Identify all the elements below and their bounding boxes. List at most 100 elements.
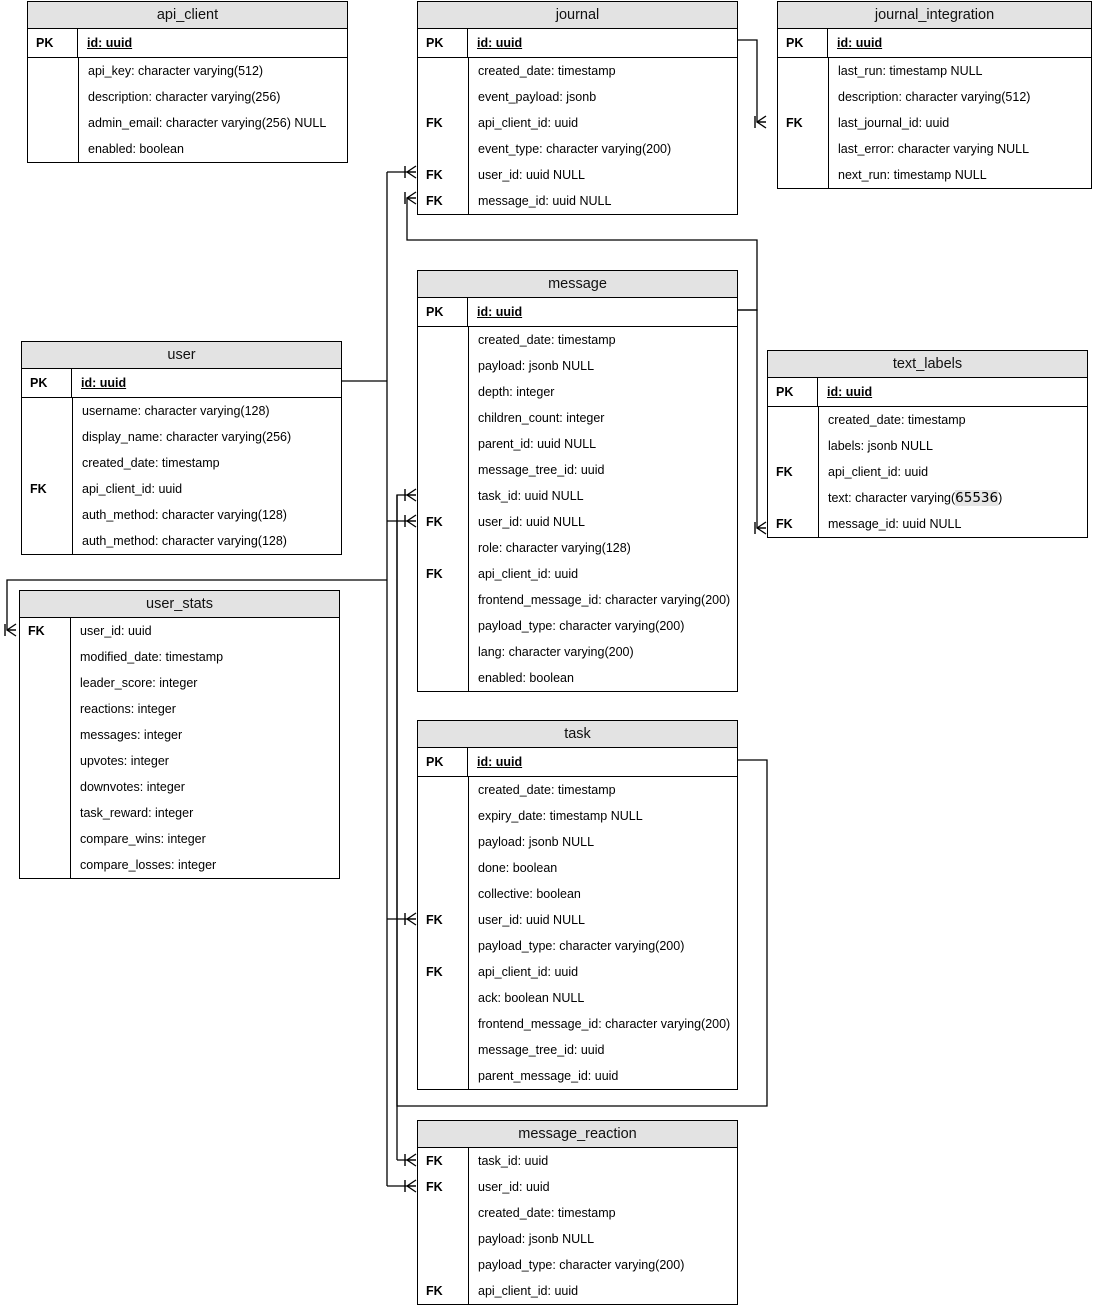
attribute-row[interactable]: created_date: timestamp xyxy=(469,327,737,353)
attribute-row[interactable]: user_id: uuid xyxy=(469,1174,737,1200)
attribute-row[interactable]: api_client_id: uuid xyxy=(469,110,737,136)
attribute-row[interactable]: user_id: uuid NULL xyxy=(469,509,737,535)
attribute-row[interactable]: created_date: timestamp xyxy=(469,58,737,84)
attribute-row[interactable]: compare_losses: integer xyxy=(71,852,339,878)
attribute-label: parent_message_id: uuid xyxy=(478,1069,619,1083)
attribute-label: modified_date: timestamp xyxy=(80,650,224,664)
entity-title: journal_integration xyxy=(778,2,1091,29)
key-cell-empty xyxy=(20,774,70,800)
attribute-row[interactable]: created_date: timestamp xyxy=(469,1200,737,1226)
attribute-row[interactable]: created_date: timestamp xyxy=(819,407,1087,433)
attribute-row[interactable]: api_client_id: uuid xyxy=(469,561,737,587)
attribute-row[interactable]: enabled: boolean xyxy=(79,136,347,162)
attribute-label: api_client_id: uuid xyxy=(828,465,929,479)
attribute-row[interactable]: api_client_id: uuid xyxy=(469,959,737,985)
pk-field-cell: id: uuid xyxy=(818,378,1087,406)
attribute-row[interactable]: admin_email: character varying(256) NULL xyxy=(79,110,347,136)
attribute-row[interactable]: modified_date: timestamp xyxy=(71,644,339,670)
attribute-row[interactable]: description: character varying(512) xyxy=(829,84,1091,110)
attribute-row[interactable]: depth: integer xyxy=(469,379,737,405)
attribute-row[interactable]: user_id: uuid NULL xyxy=(469,907,737,933)
attribute-row[interactable]: last_journal_id: uuid xyxy=(829,110,1091,136)
attribute-row[interactable]: task_id: uuid NULL xyxy=(469,483,737,509)
attribute-row[interactable]: description: character varying(256) xyxy=(79,84,347,110)
attribute-row[interactable]: payload_type: character varying(200) xyxy=(469,933,737,959)
attribute-row[interactable]: frontend_message_id: character varying(2… xyxy=(469,1011,737,1037)
attribute-row[interactable]: user_id: uuid xyxy=(71,618,339,644)
attribute-row[interactable]: expiry_date: timestamp NULL xyxy=(469,803,737,829)
attribute-row[interactable]: message_id: uuid NULL xyxy=(469,188,737,214)
attribute-row[interactable]: labels: jsonb NULL xyxy=(819,433,1087,459)
attribute-row[interactable]: payload: jsonb NULL xyxy=(469,829,737,855)
attribute-row[interactable]: display_name: character varying(256) xyxy=(73,424,341,450)
attribute-row[interactable]: parent_id: uuid NULL xyxy=(469,431,737,457)
attribute-row[interactable]: api_key: character varying(512) xyxy=(79,58,347,84)
attribute-row[interactable]: username: character varying(128) xyxy=(73,398,341,424)
attribute-row[interactable]: compare_wins: integer xyxy=(71,826,339,852)
attribute-row[interactable]: payload: jsonb NULL xyxy=(469,353,737,379)
attribute-row[interactable]: created_date: timestamp xyxy=(73,450,341,476)
attribute-row[interactable]: event_payload: jsonb xyxy=(469,84,737,110)
pk-field-name: id: uuid xyxy=(827,385,873,399)
attribute-row[interactable]: ack: boolean NULL xyxy=(469,985,737,1011)
fk-badge: FK xyxy=(418,110,468,136)
key-cell-empty xyxy=(20,826,70,852)
attribute-label: task_id: uuid xyxy=(478,1154,549,1168)
key-cell-empty xyxy=(418,431,468,457)
attribute-label: ack: boolean NULL xyxy=(478,991,585,1005)
attribute-row[interactable]: message_tree_id: uuid xyxy=(469,457,737,483)
attribute-label: compare_losses: integer xyxy=(80,858,217,872)
attribute-row[interactable]: created_date: timestamp xyxy=(469,777,737,803)
key-column: FK xyxy=(778,58,829,188)
pk-field-name: id: uuid xyxy=(477,36,523,50)
attribute-row[interactable]: last_run: timestamp NULL xyxy=(829,58,1091,84)
attribute-row[interactable]: role: character varying(128) xyxy=(469,535,737,561)
attribute-row[interactable]: payload_type: character varying(200) xyxy=(469,1252,737,1278)
attribute-row[interactable]: children_count: integer xyxy=(469,405,737,431)
attribute-row[interactable]: leader_score: integer xyxy=(71,670,339,696)
attribute-row[interactable]: enabled: boolean xyxy=(469,665,737,691)
attribute-row[interactable]: user_id: uuid NULL xyxy=(469,162,737,188)
attribute-label: user_id: uuid NULL xyxy=(478,515,586,529)
attribute-row[interactable]: upvotes: integer xyxy=(71,748,339,774)
attribute-row[interactable]: payload_type: character varying(200) xyxy=(469,613,737,639)
attribute-row[interactable]: messages: integer xyxy=(71,722,339,748)
attribute-row[interactable]: auth_method: character varying(128) xyxy=(73,502,341,528)
attribute-row[interactable]: message_id: uuid NULL xyxy=(819,511,1087,537)
attribute-label: next_run: timestamp NULL xyxy=(838,168,987,182)
pk-badge: PK xyxy=(22,369,72,397)
key-cell-empty xyxy=(28,110,78,136)
attribute-row[interactable]: api_client_id: uuid xyxy=(73,476,341,502)
attribute-row[interactable]: payload: jsonb NULL xyxy=(469,1226,737,1252)
attribute-row[interactable]: parent_message_id: uuid xyxy=(469,1063,737,1089)
attribute-row[interactable]: frontend_message_id: character varying(2… xyxy=(469,587,737,613)
attribute-row[interactable]: api_client_id: uuid xyxy=(819,459,1087,485)
attribute-row[interactable]: next_run: timestamp NULL xyxy=(829,162,1091,188)
attribute-row[interactable]: task_id: uuid xyxy=(469,1148,737,1174)
attribute-row[interactable]: done: boolean xyxy=(469,855,737,881)
attribute-row[interactable]: auth_method: character varying(128) xyxy=(73,528,341,554)
attribute-row[interactable]: event_type: character varying(200) xyxy=(469,136,737,162)
attribute-row[interactable]: text: character varying(65536) xyxy=(819,485,1087,511)
key-column: FK xyxy=(20,618,71,878)
key-cell-empty xyxy=(418,327,468,353)
attribute-row[interactable]: reactions: integer xyxy=(71,696,339,722)
fk-badge: FK xyxy=(22,476,72,502)
attribute-row[interactable]: api_client_id: uuid xyxy=(469,1278,737,1304)
attribute-row[interactable]: task_reward: integer xyxy=(71,800,339,826)
attribute-row[interactable]: lang: character varying(200) xyxy=(469,639,737,665)
attribute-row[interactable]: collective: boolean xyxy=(469,881,737,907)
attribute-row[interactable]: message_tree_id: uuid xyxy=(469,1037,737,1063)
attribute-row[interactable]: downvotes: integer xyxy=(71,774,339,800)
attribute-row[interactable]: last_error: character varying NULL xyxy=(829,136,1091,162)
